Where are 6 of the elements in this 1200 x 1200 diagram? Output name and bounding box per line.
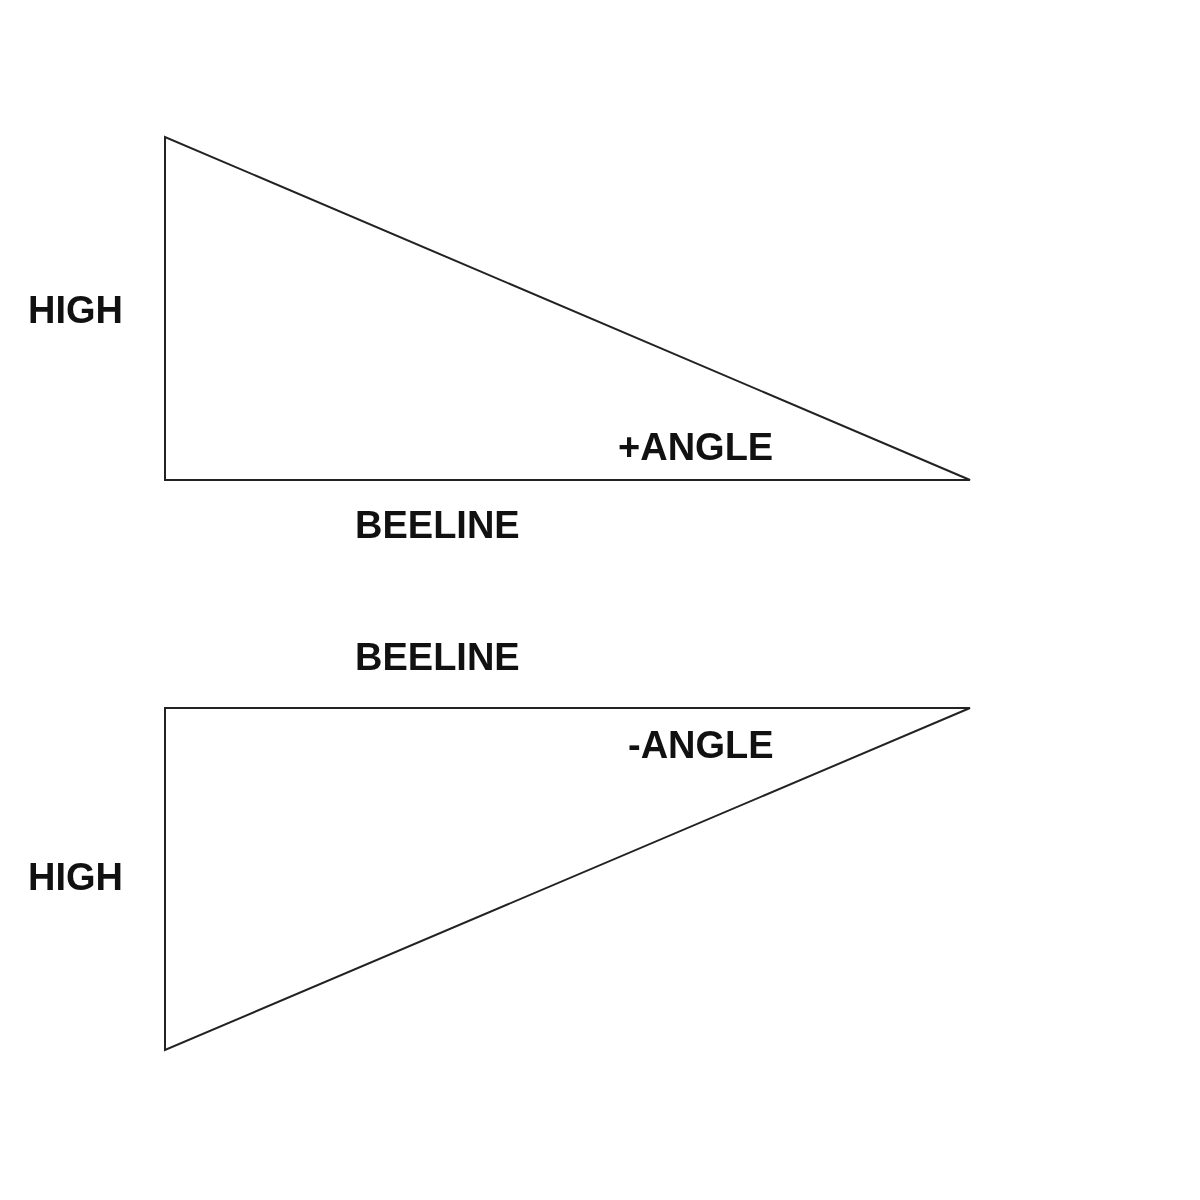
angle-label: +ANGLE bbox=[618, 425, 774, 469]
height-label: HIGH bbox=[28, 288, 123, 332]
angle-label: -ANGLE bbox=[628, 723, 774, 767]
height-label: HIGH bbox=[28, 855, 123, 899]
distance-label: BEELINE bbox=[355, 635, 520, 679]
distance-label: BEELINE bbox=[355, 503, 520, 547]
